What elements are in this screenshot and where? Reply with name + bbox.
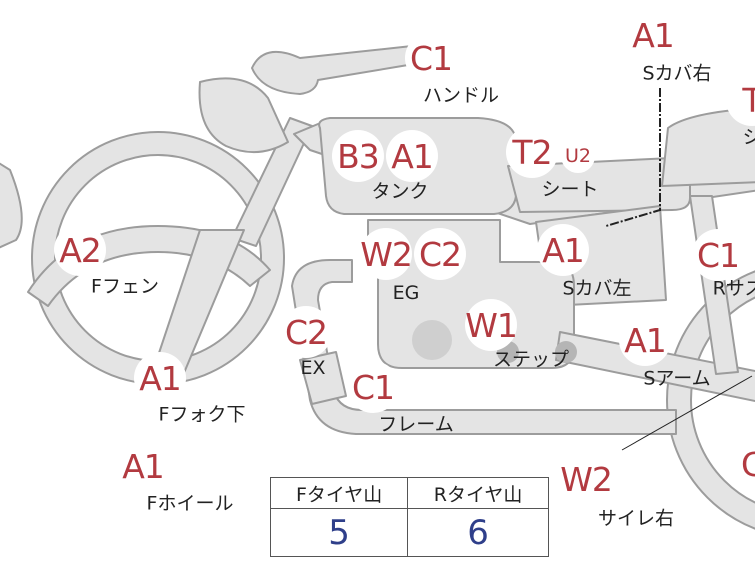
label-muffler-right: サイレ右: [597, 507, 675, 530]
label-side-cover-right: Sカバ右: [642, 62, 712, 85]
label-side-cover-left: Sカバ左: [562, 277, 632, 300]
label-tank: タンク: [371, 180, 429, 203]
label-seat: シート: [541, 178, 599, 201]
rear-tire: [666, 270, 755, 530]
code-badge-rear-suspension: C1: [692, 229, 744, 281]
leader-line-side-cover-right: [605, 88, 661, 227]
code-badge-engine-2: C2: [414, 228, 466, 280]
label-exhaust: EX: [300, 357, 326, 379]
label-swing-arm: Sアーム: [643, 367, 711, 390]
front-tire: [31, 131, 285, 385]
code-badge-side-cover-right: A1: [627, 9, 679, 61]
code-badge-exhaust: C2: [280, 306, 332, 358]
front-tire-header: Fタイヤ山: [269, 477, 409, 509]
tire-tread-table: Fタイヤ山 Rタイヤ山 5 6: [269, 477, 549, 557]
label-frame: フレーム: [378, 413, 454, 436]
code-badge-front-fender: A2: [54, 224, 106, 276]
code-badge-front-wheel: A1: [117, 440, 169, 492]
label-front-wheel: Fホイール: [146, 492, 234, 515]
front-tire-value: 5: [269, 508, 409, 557]
label-engine: EG: [392, 282, 420, 304]
code-badge-tank-2: A1: [386, 130, 438, 182]
label-front-fork-lower: Fフォク下: [158, 403, 246, 426]
leader-line-muffler-right: [621, 375, 753, 451]
code-badge-tank-1: B3: [332, 130, 384, 182]
code-badge-step: W1: [465, 299, 518, 351]
code-badge-muffler-right: W2: [560, 453, 613, 505]
tail-shape: [661, 107, 755, 187]
rear-tire-value: 6: [407, 508, 549, 557]
code-badge-swing-arm: A1: [619, 314, 671, 366]
code-badge-front-fork-lower: A1: [134, 352, 186, 404]
headlight-shape: [198, 77, 289, 154]
code-badge-handle: C1: [405, 32, 457, 84]
mirror-shape: [0, 162, 23, 249]
handlebar-shape: [251, 45, 415, 95]
label-tail: シ: [742, 126, 755, 149]
step-peg-right: [555, 341, 577, 363]
code-badge-side-cover-left: A1: [537, 224, 589, 276]
code-badge-seat-2: U2: [561, 139, 595, 173]
label-front-fender: Fフェン: [91, 275, 159, 298]
code-badge-frame: C1: [347, 361, 399, 413]
rear-tire-header: Rタイヤ山: [407, 477, 549, 509]
engine-cover: [412, 320, 452, 360]
exhaust-shape: [299, 351, 347, 405]
code-badge-engine-1: W2: [360, 228, 413, 280]
label-rear-suspension: Rサス: [712, 277, 755, 300]
label-step: ステップ: [492, 348, 570, 371]
label-handle: ハンドル: [422, 84, 500, 107]
code-badge-seat-1: T2: [506, 126, 558, 178]
